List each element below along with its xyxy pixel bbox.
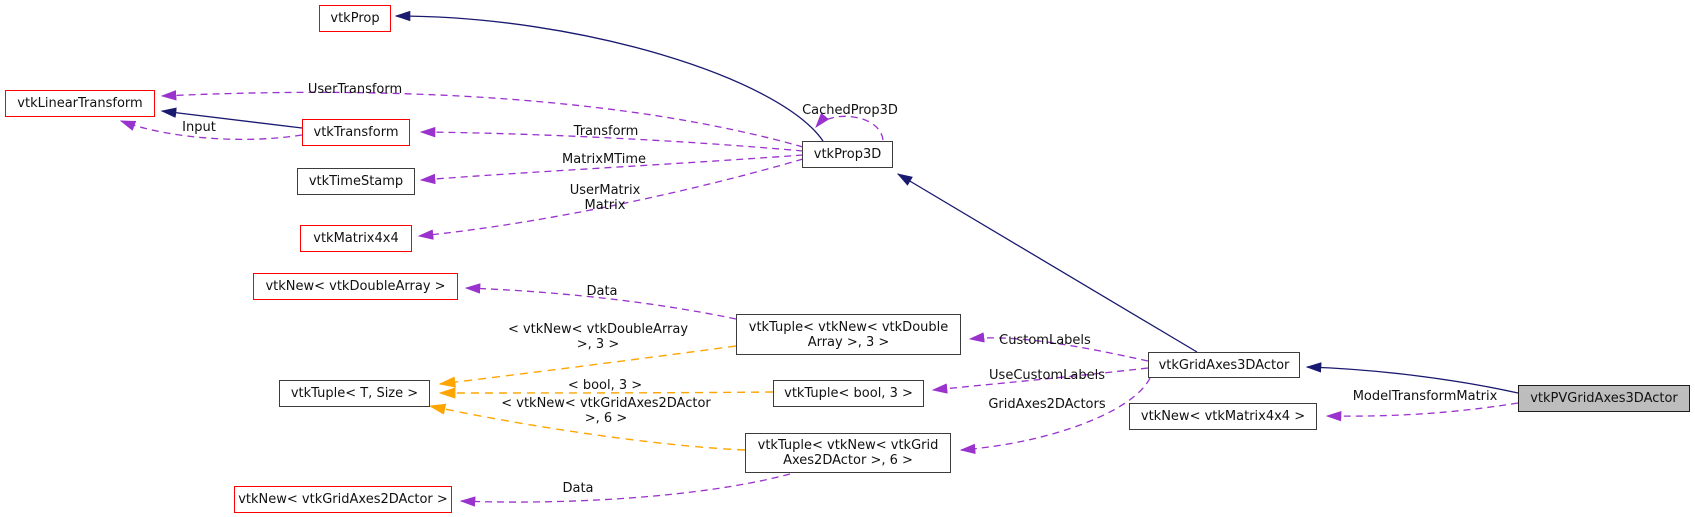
node-label: vtkTransform: [313, 125, 399, 140]
edge-usage-data-bottom: [459, 473, 791, 507]
node-vtktuple-t-size[interactable]: vtkTuple< T, Size >: [279, 380, 430, 407]
node-label: vtkTuple< T, Size >: [290, 386, 419, 401]
node-label: vtkNew< vtkDoubleArray >: [265, 279, 446, 294]
edge-label-template-gridaxes-line2: >, 6 >: [584, 411, 628, 426]
node-label: vtkGridAxes3DActor: [1158, 357, 1290, 373]
edge-label-modeltransformmatrix: ModelTransformMatrix: [1352, 389, 1498, 404]
edge-inherit-transform-to-lineartransform: [160, 107, 303, 129]
node-vtkprop3d[interactable]: vtkProp3D: [802, 141, 893, 168]
edge-label-gridaxes2dactors: GridAxes2DActors: [988, 397, 1106, 412]
edge-label-usermatrix-line1: UserMatrix: [569, 183, 641, 198]
node-label: vtkNew< vtkGridAxes2DActor >: [238, 492, 448, 507]
edge-label-template-gridaxes: < vtkNew< vtkGridAxes2DActor >, 6 >: [501, 396, 711, 426]
edge-usage-usertransform: [160, 90, 804, 148]
node-label: vtkLinearTransform: [17, 96, 143, 111]
edge-label-matrixmtime: MatrixMTime: [562, 152, 646, 167]
edge-usage-modeltransformmatrix: [1325, 402, 1519, 422]
node-vtktuple-vtknew-vtkdoublearray-3[interactable]: vtkTuple< vtkNew< vtkDouble Array >, 3 >: [736, 314, 961, 355]
edge-label-transform: Transform: [573, 124, 639, 139]
node-label-line2: Array >, 3 >: [807, 334, 890, 350]
edge-usage-usermatrix: [417, 158, 804, 240]
edge-usage-cachedprop3d-selfloop: [815, 112, 884, 141]
node-label: vtkPVGridAxes3DActor: [1530, 391, 1678, 406]
node-vtklineartransform[interactable]: vtkLinearTransform: [5, 90, 155, 117]
node-vtknew-vtkdoublearray[interactable]: vtkNew< vtkDoubleArray >: [253, 273, 458, 300]
node-vtktimestamp[interactable]: vtkTimeStamp: [297, 168, 415, 195]
edge-label-template-doublearray-line1: < vtkNew< vtkDoubleArray: [507, 322, 689, 337]
edge-usage-customlabels: [968, 332, 1149, 362]
node-label: vtkTuple< bool, 3 >: [784, 386, 913, 401]
node-vtktransform[interactable]: vtkTransform: [302, 119, 410, 146]
node-vtkprop[interactable]: vtkProp: [319, 5, 391, 32]
edge-usage-matrixmtime: [419, 154, 804, 185]
node-vtkgridaxes3dactor[interactable]: vtkGridAxes3DActor: [1148, 352, 1300, 378]
node-label-line2: Axes2DActor >, 6 >: [783, 453, 913, 468]
node-label: vtkNew< vtkMatrix4x4 >: [1140, 409, 1306, 424]
edge-usage-data-top: [464, 283, 737, 320]
edge-inherit-pvgridaxes3dactor-to-gridaxes3dactor: [1305, 362, 1519, 394]
edge-label-template-bool: < bool, 3 >: [567, 378, 643, 393]
edge-label-cachedprop3d: CachedProp3D: [802, 103, 898, 118]
edge-inherit-prop3d-to-prop: [394, 10, 824, 142]
node-label-line1: vtkTuple< vtkNew< vtkGrid: [757, 438, 939, 453]
edge-usage-transform: [419, 126, 804, 152]
node-vtktuple-bool-3[interactable]: vtkTuple< bool, 3 >: [773, 380, 924, 407]
edge-template-gridaxes2dactor6: [428, 403, 746, 451]
edge-label-usermatrix-line2: Matrix: [584, 198, 626, 213]
edge-label-usermatrix: UserMatrix Matrix: [570, 183, 641, 213]
edge-label-usecustomlabels: UseCustomLabels: [989, 368, 1105, 383]
node-vtknew-vtkmatrix4x4[interactable]: vtkNew< vtkMatrix4x4 >: [1129, 403, 1317, 430]
node-label: vtkTimeStamp: [308, 174, 404, 189]
edge-inherit-gridaxes3dactor-to-prop3d: [896, 173, 1198, 353]
edge-label-usertransform: UserTransform: [307, 82, 403, 97]
edge-label-template-gridaxes-line1: < vtkNew< vtkGridAxes2DActor: [501, 396, 711, 411]
node-label-line1: vtkTuple< vtkNew< vtkDouble: [748, 319, 949, 335]
node-label: vtkMatrix4x4: [313, 231, 399, 246]
edge-label-template-doublearray: < vtkNew< vtkDoubleArray >, 3 >: [508, 322, 688, 352]
edge-label-data-top: Data: [586, 284, 618, 299]
edge-template-doublearray3: [438, 345, 737, 388]
node-vtkpvgridaxes3dactor: vtkPVGridAxes3DActor: [1518, 385, 1690, 412]
edge-usage-usecustomlabels: [931, 367, 1149, 394]
node-vtkmatrix4x4[interactable]: vtkMatrix4x4: [300, 225, 412, 252]
edge-label-data-bottom: Data: [562, 481, 594, 496]
edge-label-customlabels: CustomLabels: [999, 333, 1091, 348]
node-vtktuple-vtknew-vtkgridaxes2dactor-6[interactable]: vtkTuple< vtkNew< vtkGrid Axes2DActor >,…: [745, 433, 951, 473]
node-vtknew-vtkgridaxes2dactor[interactable]: vtkNew< vtkGridAxes2DActor >: [234, 486, 452, 513]
edge-label-input: Input: [182, 120, 216, 135]
edge-label-template-doublearray-line2: >, 3 >: [576, 337, 620, 352]
edge-usage-gridaxes2dactors: [959, 377, 1151, 455]
node-label: vtkProp3D: [813, 147, 882, 162]
node-label: vtkProp: [330, 11, 380, 26]
